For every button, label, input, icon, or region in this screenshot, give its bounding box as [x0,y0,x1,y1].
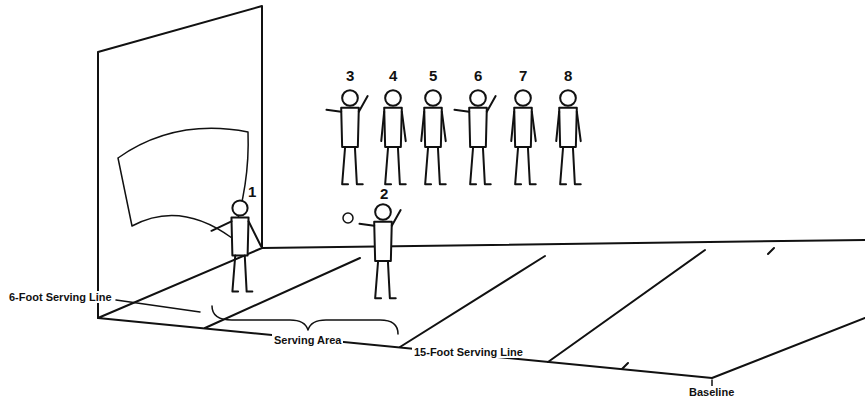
person-legs [560,147,581,184]
person-head [342,90,358,106]
person-arms [556,112,581,141]
person-body [424,108,442,147]
callout-number: 5 [427,68,439,85]
person-body [374,222,392,261]
person-legs [385,147,406,184]
person-head [425,90,441,106]
person-head [375,204,391,220]
person-legs [375,261,396,298]
line-label: Baseline [687,386,736,398]
person-arms [421,112,446,141]
person-arms [326,96,367,112]
person-arms [359,210,400,226]
person-head [385,90,401,106]
ball [343,213,353,223]
person-arms [511,112,536,141]
callout-number: 6 [472,68,484,85]
front-wall [98,6,262,318]
callout-number: 4 [387,68,399,85]
leader-line [116,300,200,312]
person-body [341,108,359,147]
area-label: Serving Area [272,334,343,346]
line-label: 15-Foot Serving Line [412,346,525,358]
person-body [559,108,577,147]
line-label: 6-Foot Serving Line [7,291,114,303]
callout-number: 1 [246,184,258,201]
callout-number: 8 [562,68,574,85]
person-legs [232,256,252,292]
person-arms [212,221,261,246]
person-body [231,218,248,256]
person-legs [342,147,363,184]
person-legs [470,147,491,184]
person-legs [515,147,536,184]
person-legs [425,147,446,184]
person-body [514,108,532,147]
person-body [469,108,487,147]
callout-number: 3 [344,68,356,85]
tick-mark [622,248,774,369]
person-arms [454,96,495,112]
person-head [515,90,531,106]
person-body [384,108,402,147]
person-head [232,200,247,215]
serving-area-brace [212,306,398,334]
court-line [548,250,705,362]
person-head [560,90,576,106]
person-head [470,90,486,106]
callout-number: 7 [517,68,529,85]
person-arms [381,112,406,141]
callout-number: 2 [378,186,390,203]
court-floor [98,240,865,378]
fifteen-foot-line [400,256,545,347]
six-foot-line [205,258,360,328]
